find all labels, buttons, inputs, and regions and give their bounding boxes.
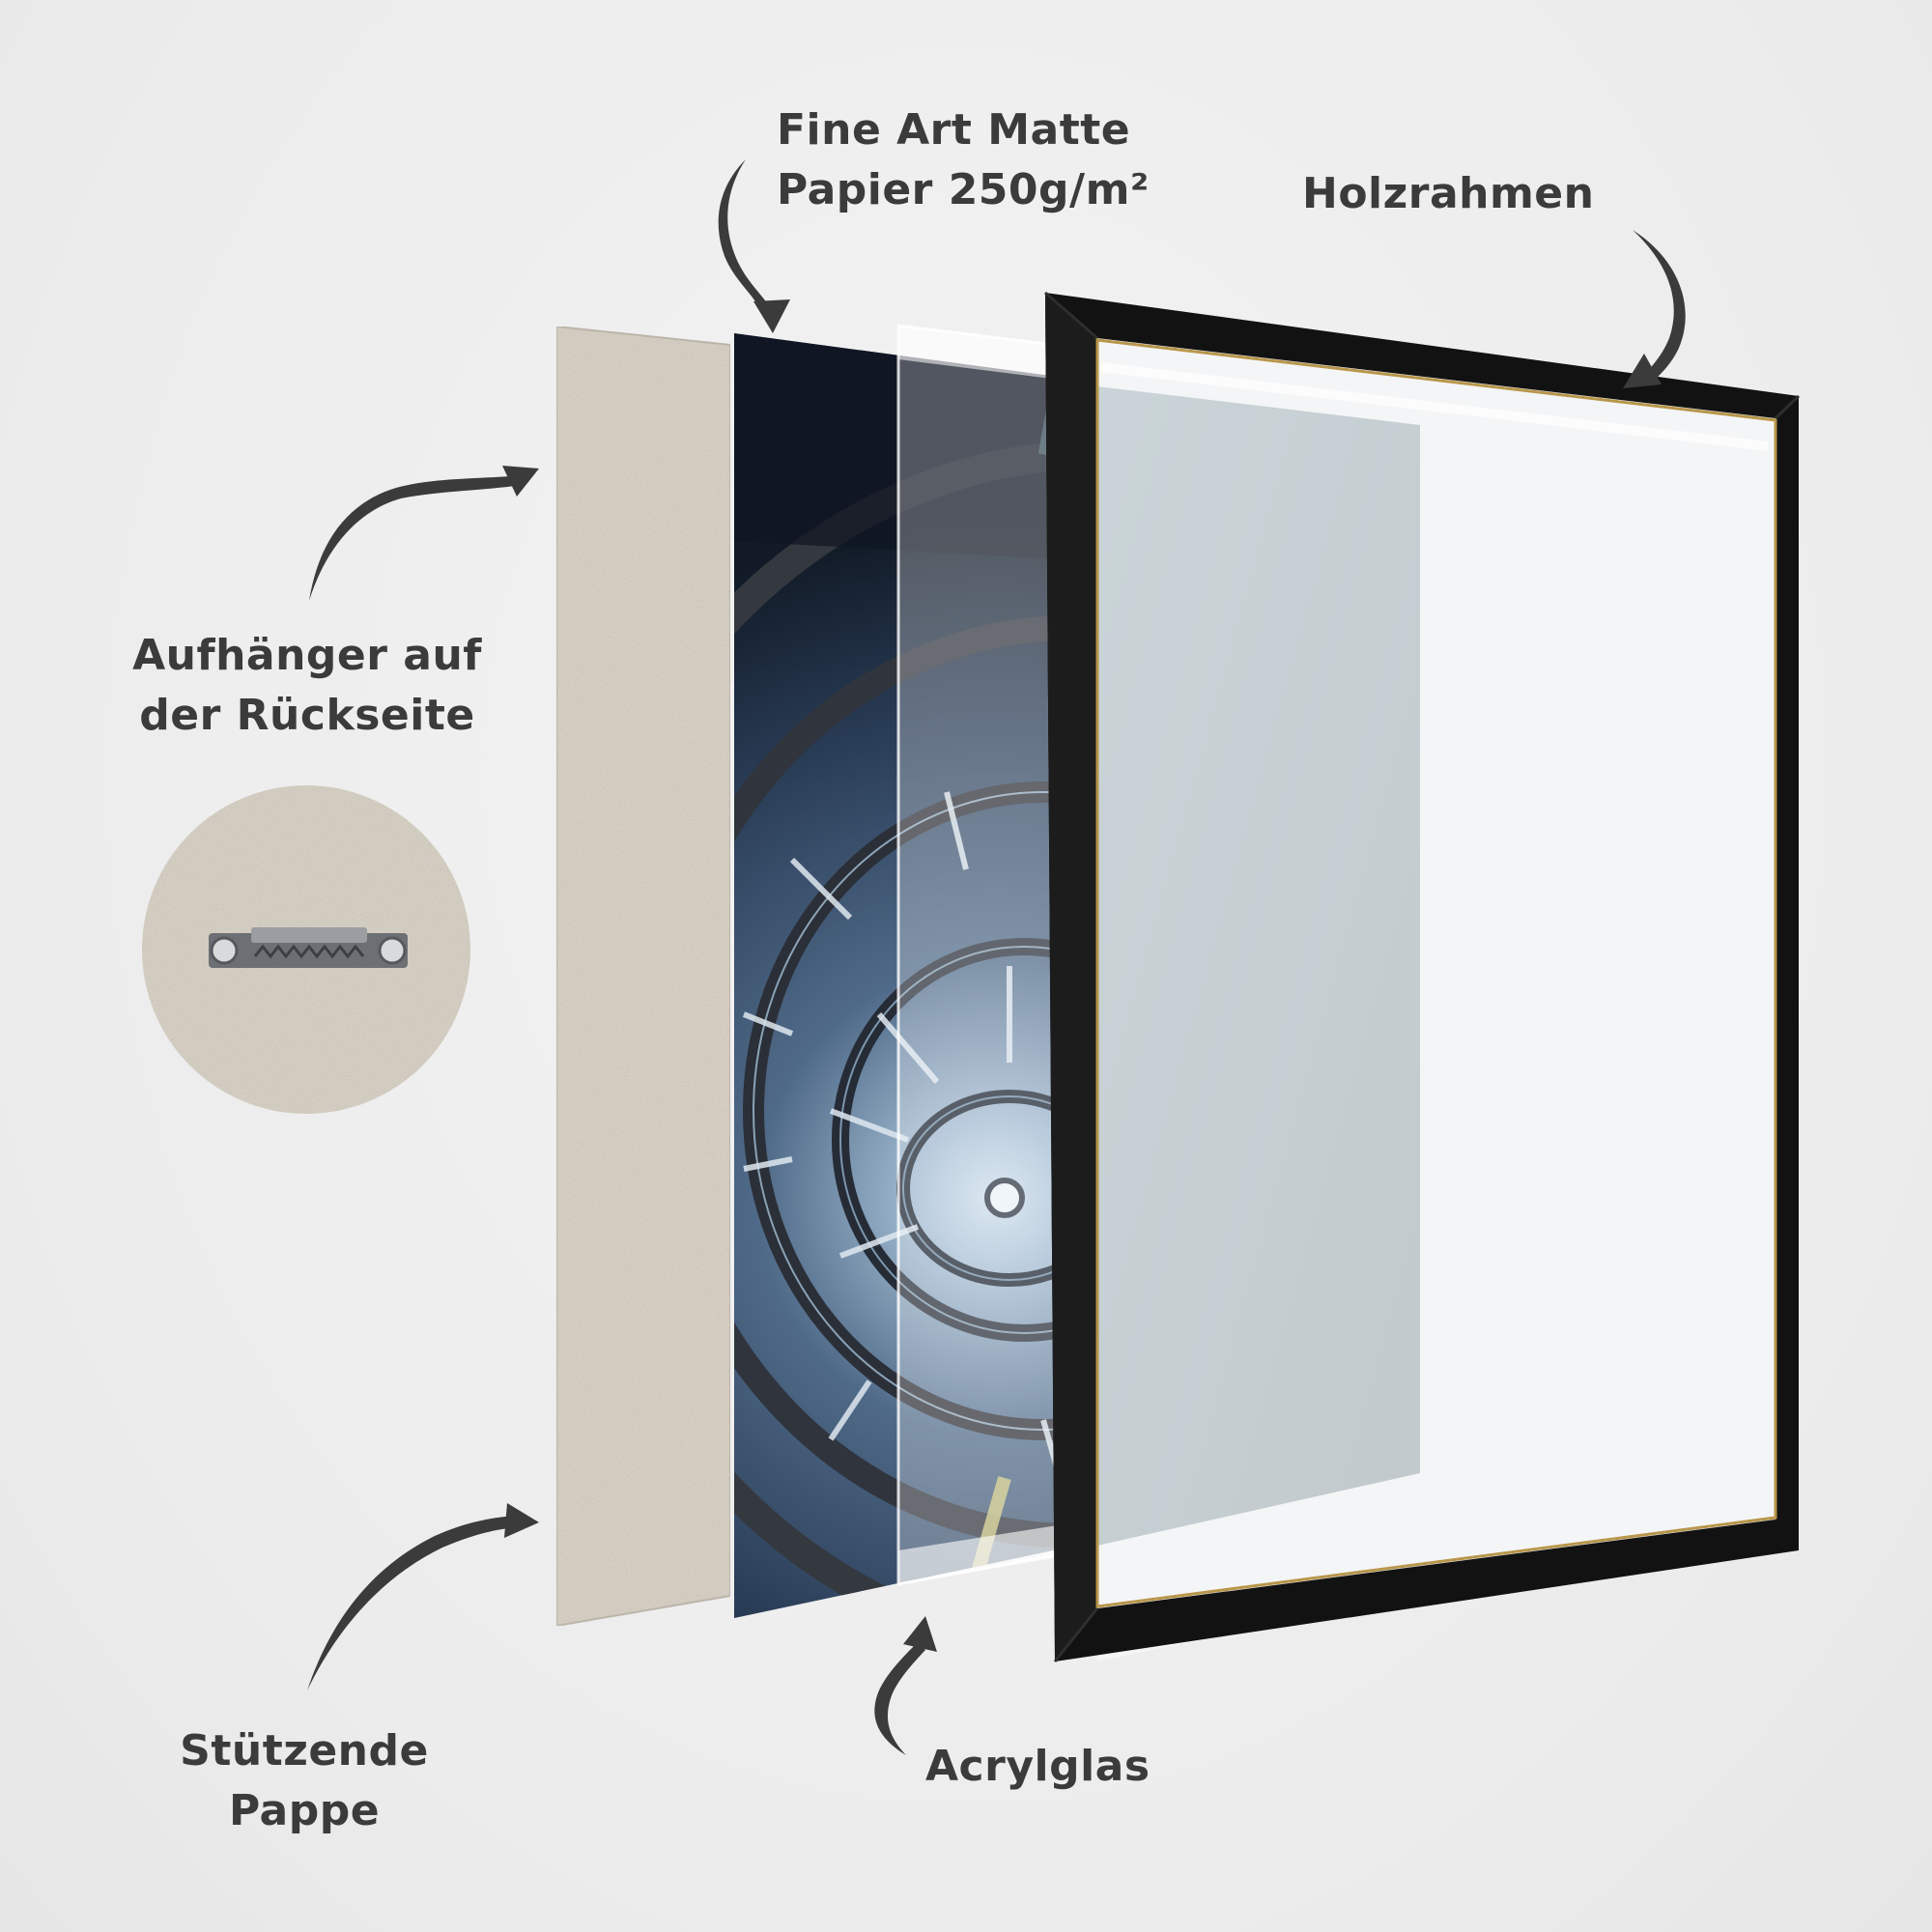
label-backing-line1: Stützende — [180, 1726, 429, 1776]
label-fine-art-paper: Fine Art Matte Papier 250g/m² — [777, 100, 1150, 220]
label-hanger-line1: Aufhänger auf — [132, 631, 482, 680]
label-acrylic-glass: Acrylglas — [925, 1737, 1151, 1797]
label-paper-line1: Fine Art Matte — [777, 105, 1131, 155]
label-backing-line2: Pappe — [228, 1786, 381, 1835]
label-backing-board: Stützende Pappe — [145, 1721, 464, 1841]
label-hanger: Aufhänger auf der Rückseite — [114, 626, 500, 746]
label-hanger-line2: der Rückseite — [139, 691, 475, 740]
label-frame-line1: Holzrahmen — [1302, 169, 1595, 218]
label-acrylic-line1: Acrylglas — [925, 1742, 1151, 1791]
label-paper-line2: Papier 250g/m² — [777, 165, 1150, 214]
label-wood-frame: Holzrahmen — [1302, 164, 1594, 224]
